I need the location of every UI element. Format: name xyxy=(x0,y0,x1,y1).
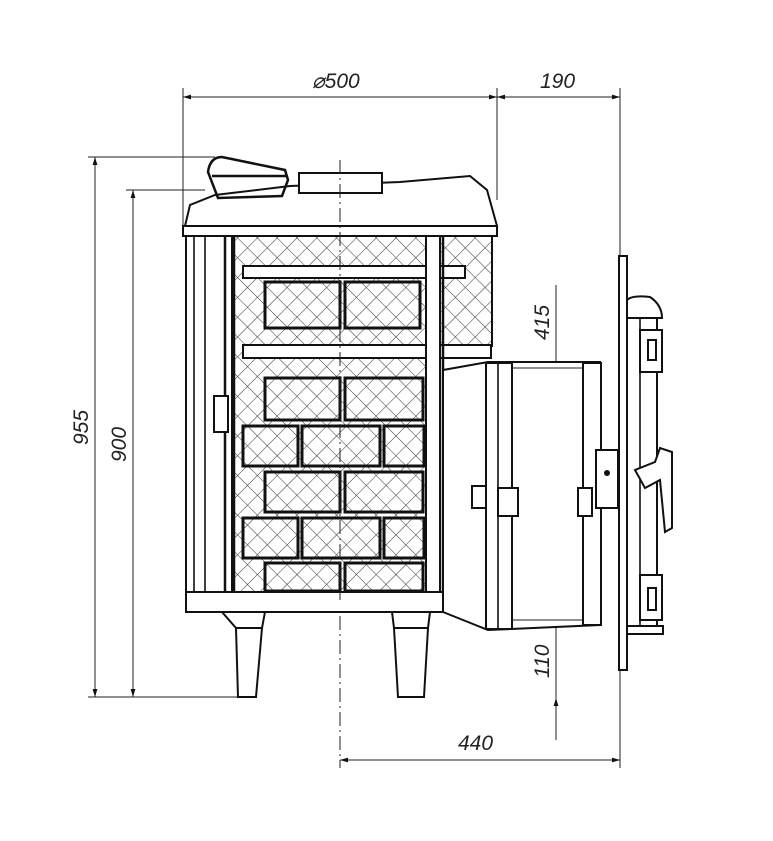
dimension-heights: 955 900 xyxy=(70,156,240,698)
dimension-diameter-label: ⌀500 xyxy=(312,70,360,93)
door-hinge xyxy=(213,395,229,433)
dimension-bottom-clearance-label: 110 xyxy=(531,644,554,678)
flue-tunnel xyxy=(442,361,619,632)
dimension-body-height-label: 900 xyxy=(108,427,131,462)
dimension-total-height-label: 955 xyxy=(70,410,93,445)
stove-base xyxy=(185,591,446,698)
grate-bar xyxy=(242,265,466,279)
baffle-shelf xyxy=(242,344,492,359)
dimension-depth-offset-label: 190 xyxy=(540,70,575,93)
firebox xyxy=(232,235,493,593)
dimension-top: ⌀500 190 xyxy=(182,70,621,258)
dimension-pipe-length-label: 440 xyxy=(458,732,493,755)
leg-front xyxy=(234,627,264,698)
dimension-pipe-opening-label: 415 xyxy=(531,305,554,340)
door-handle xyxy=(633,446,673,534)
tunnel-door xyxy=(618,255,673,671)
stove-side-frame xyxy=(185,235,233,609)
leg-back xyxy=(392,627,430,698)
